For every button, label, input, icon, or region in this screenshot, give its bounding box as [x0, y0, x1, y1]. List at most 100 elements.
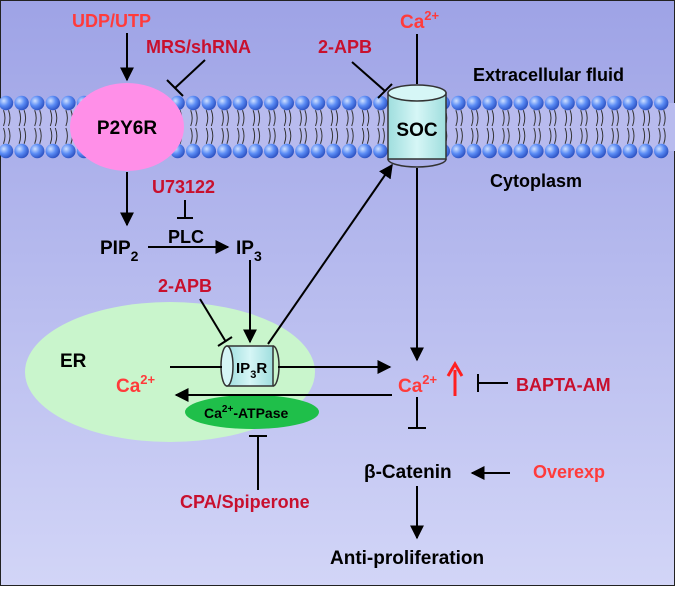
lipid-head — [482, 95, 497, 111]
lipid-head — [279, 95, 294, 111]
lipid-head — [232, 95, 248, 111]
lipid-head — [30, 95, 45, 111]
lipid-head — [248, 95, 263, 111]
lipid-head — [544, 143, 560, 159]
beta-catenin-label: β-Catenin — [364, 462, 452, 483]
lipid-head — [14, 143, 29, 159]
arrow-ip3r-to-soc — [267, 163, 393, 345]
lipid-head — [544, 95, 560, 111]
lipid-head — [451, 143, 466, 159]
bapta-am-label: BAPTA-AM — [516, 375, 611, 395]
inhibition-lines — [166, 59, 508, 490]
cell-membrane — [0, 95, 675, 159]
anti-proliferation-label: Anti-proliferation — [330, 548, 484, 569]
udp-utp-label: UDP/UTP — [72, 11, 151, 31]
cpa-spiperone-label: CPA/Spiperone — [180, 492, 310, 512]
mrs-shrna-label: MRS/shRNA — [146, 37, 251, 57]
lipid-head — [638, 95, 653, 111]
lipid-head — [357, 95, 372, 111]
pathway-arrows — [120, 33, 510, 540]
lipid-head — [326, 143, 341, 159]
ip3r-label: IP3R — [236, 360, 267, 381]
lipid-head — [186, 95, 201, 111]
lipid-head — [451, 95, 466, 111]
lipid-head — [513, 95, 528, 111]
two-apb-mid-label: 2-APB — [158, 276, 212, 296]
lipid-head — [30, 143, 45, 159]
lipid-head — [248, 143, 263, 159]
lipid-head — [264, 143, 279, 159]
lipid-head — [342, 143, 357, 159]
inhibit-mrs — [174, 59, 206, 89]
lipid-head — [607, 143, 622, 159]
lipid-head — [279, 143, 294, 159]
soc-channel — [387, 84, 447, 168]
lipid-head — [217, 143, 232, 159]
plc-label: PLC — [168, 227, 204, 247]
p2y6r-receptor — [70, 83, 184, 171]
lipid-head — [466, 95, 482, 111]
lipid-head — [45, 95, 60, 111]
lipid-head — [607, 95, 622, 111]
lipid-head — [295, 95, 310, 111]
lipid-head — [373, 143, 388, 159]
lipid-head — [622, 143, 638, 159]
soc-label: SOC — [396, 120, 437, 141]
ca-top-label: Ca2+ — [400, 8, 440, 33]
overexp-label: Overexp — [533, 462, 605, 482]
lipid-head — [654, 143, 669, 159]
lipid-head — [342, 95, 357, 111]
extracellular-label: Extracellular fluid — [473, 65, 624, 85]
lipid-head — [14, 95, 29, 111]
ip3r-channel — [220, 345, 280, 387]
lipid-head — [201, 95, 216, 111]
lipid-head — [591, 143, 606, 159]
lipid-head — [0, 95, 14, 111]
pip2-label: PIP2 — [100, 238, 139, 264]
er-label: ER — [60, 351, 87, 372]
cytoplasm-label: Cytoplasm — [490, 171, 582, 191]
lipid-head — [45, 143, 60, 159]
two-apb-top-label: 2-APB — [318, 37, 372, 57]
lipid-head — [498, 143, 513, 159]
lipid-head — [529, 143, 544, 159]
lipid-head — [326, 95, 341, 111]
u73122-label: U73122 — [152, 177, 215, 197]
lipid-head — [186, 143, 201, 159]
lipid-head — [622, 95, 638, 111]
lipid-head — [217, 95, 232, 111]
lipid-head — [0, 143, 14, 159]
lipid-head — [295, 143, 310, 159]
lipid-head — [264, 95, 279, 111]
lipid-head — [513, 143, 528, 159]
lipid-head — [654, 95, 669, 111]
lipid-head — [201, 143, 216, 159]
inhibit-2apb-top — [351, 61, 386, 92]
lipid-head — [466, 143, 482, 159]
lipid-head — [529, 95, 544, 111]
ip3-label: IP3 — [236, 238, 262, 264]
ca-atpase-pump — [185, 395, 319, 429]
ca-cyto-label: Ca2+ — [398, 372, 438, 397]
lipid-head — [560, 95, 575, 111]
lipid-head — [310, 143, 326, 159]
lipid-head — [373, 95, 388, 111]
lipid-head — [576, 143, 591, 159]
p2y6r-label: P2Y6R — [97, 118, 157, 139]
lipid-head — [591, 95, 606, 111]
lipid-head — [576, 95, 591, 111]
lipid-head — [61, 143, 76, 159]
lipid-head — [232, 143, 248, 159]
inhibit-2apb-mid — [199, 298, 227, 343]
lipid-head — [498, 95, 513, 111]
lipid-head — [61, 95, 76, 111]
lipid-head — [560, 143, 575, 159]
ca-atpase-label: Ca2+-ATPase — [204, 404, 289, 421]
lipid-head — [310, 95, 326, 111]
lipid-head — [638, 143, 653, 159]
lipid-head — [357, 143, 372, 159]
up-arrow-icon — [446, 361, 464, 396]
lipid-head — [482, 143, 497, 159]
